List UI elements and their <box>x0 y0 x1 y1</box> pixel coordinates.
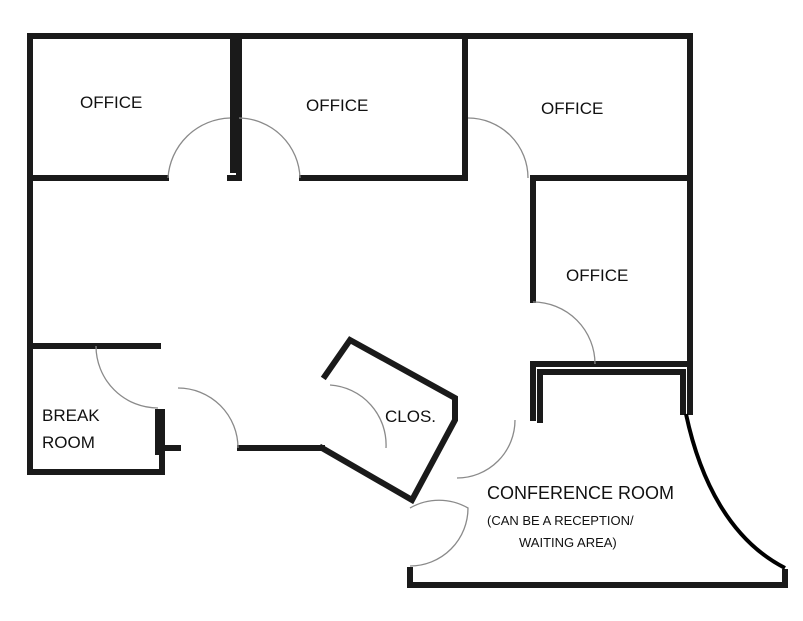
door-hall <box>177 387 239 449</box>
door-break-room <box>95 345 159 409</box>
wall-outer-bottom-left <box>27 409 165 475</box>
label-conference: CONFERENCE ROOM <box>487 483 674 503</box>
label-office-2: OFFICE <box>306 96 368 115</box>
door-office-3 <box>467 117 529 179</box>
walls <box>27 33 788 588</box>
label-break-line-1: BREAK <box>42 406 100 425</box>
label-office-4: OFFICE <box>566 266 628 285</box>
label-conference-note-2: WAITING AREA) <box>519 535 617 550</box>
wall-closet <box>317 336 458 505</box>
door-closet <box>329 384 387 449</box>
door-conference-left <box>456 419 516 479</box>
label-office-3: OFFICE <box>541 99 603 118</box>
label-conference-note-1: (CAN BE A RECEPTION/ <box>487 513 634 528</box>
entry-curve <box>684 413 786 570</box>
wall-conference-top <box>537 369 686 415</box>
door-conference-bottom <box>409 499 469 567</box>
door-swings <box>95 117 786 570</box>
label-office-1: OFFICE <box>80 93 142 112</box>
wall-conference-bottom <box>407 567 788 588</box>
label-break-line-2: ROOM <box>42 433 95 452</box>
door-office-2 <box>238 117 301 179</box>
room-labels: OFFICE OFFICE OFFICE OFFICE BREAK ROOM C… <box>42 93 674 550</box>
door-office-4 <box>532 301 596 365</box>
label-closet: CLOS. <box>385 407 436 426</box>
door-office-1 <box>167 117 231 179</box>
